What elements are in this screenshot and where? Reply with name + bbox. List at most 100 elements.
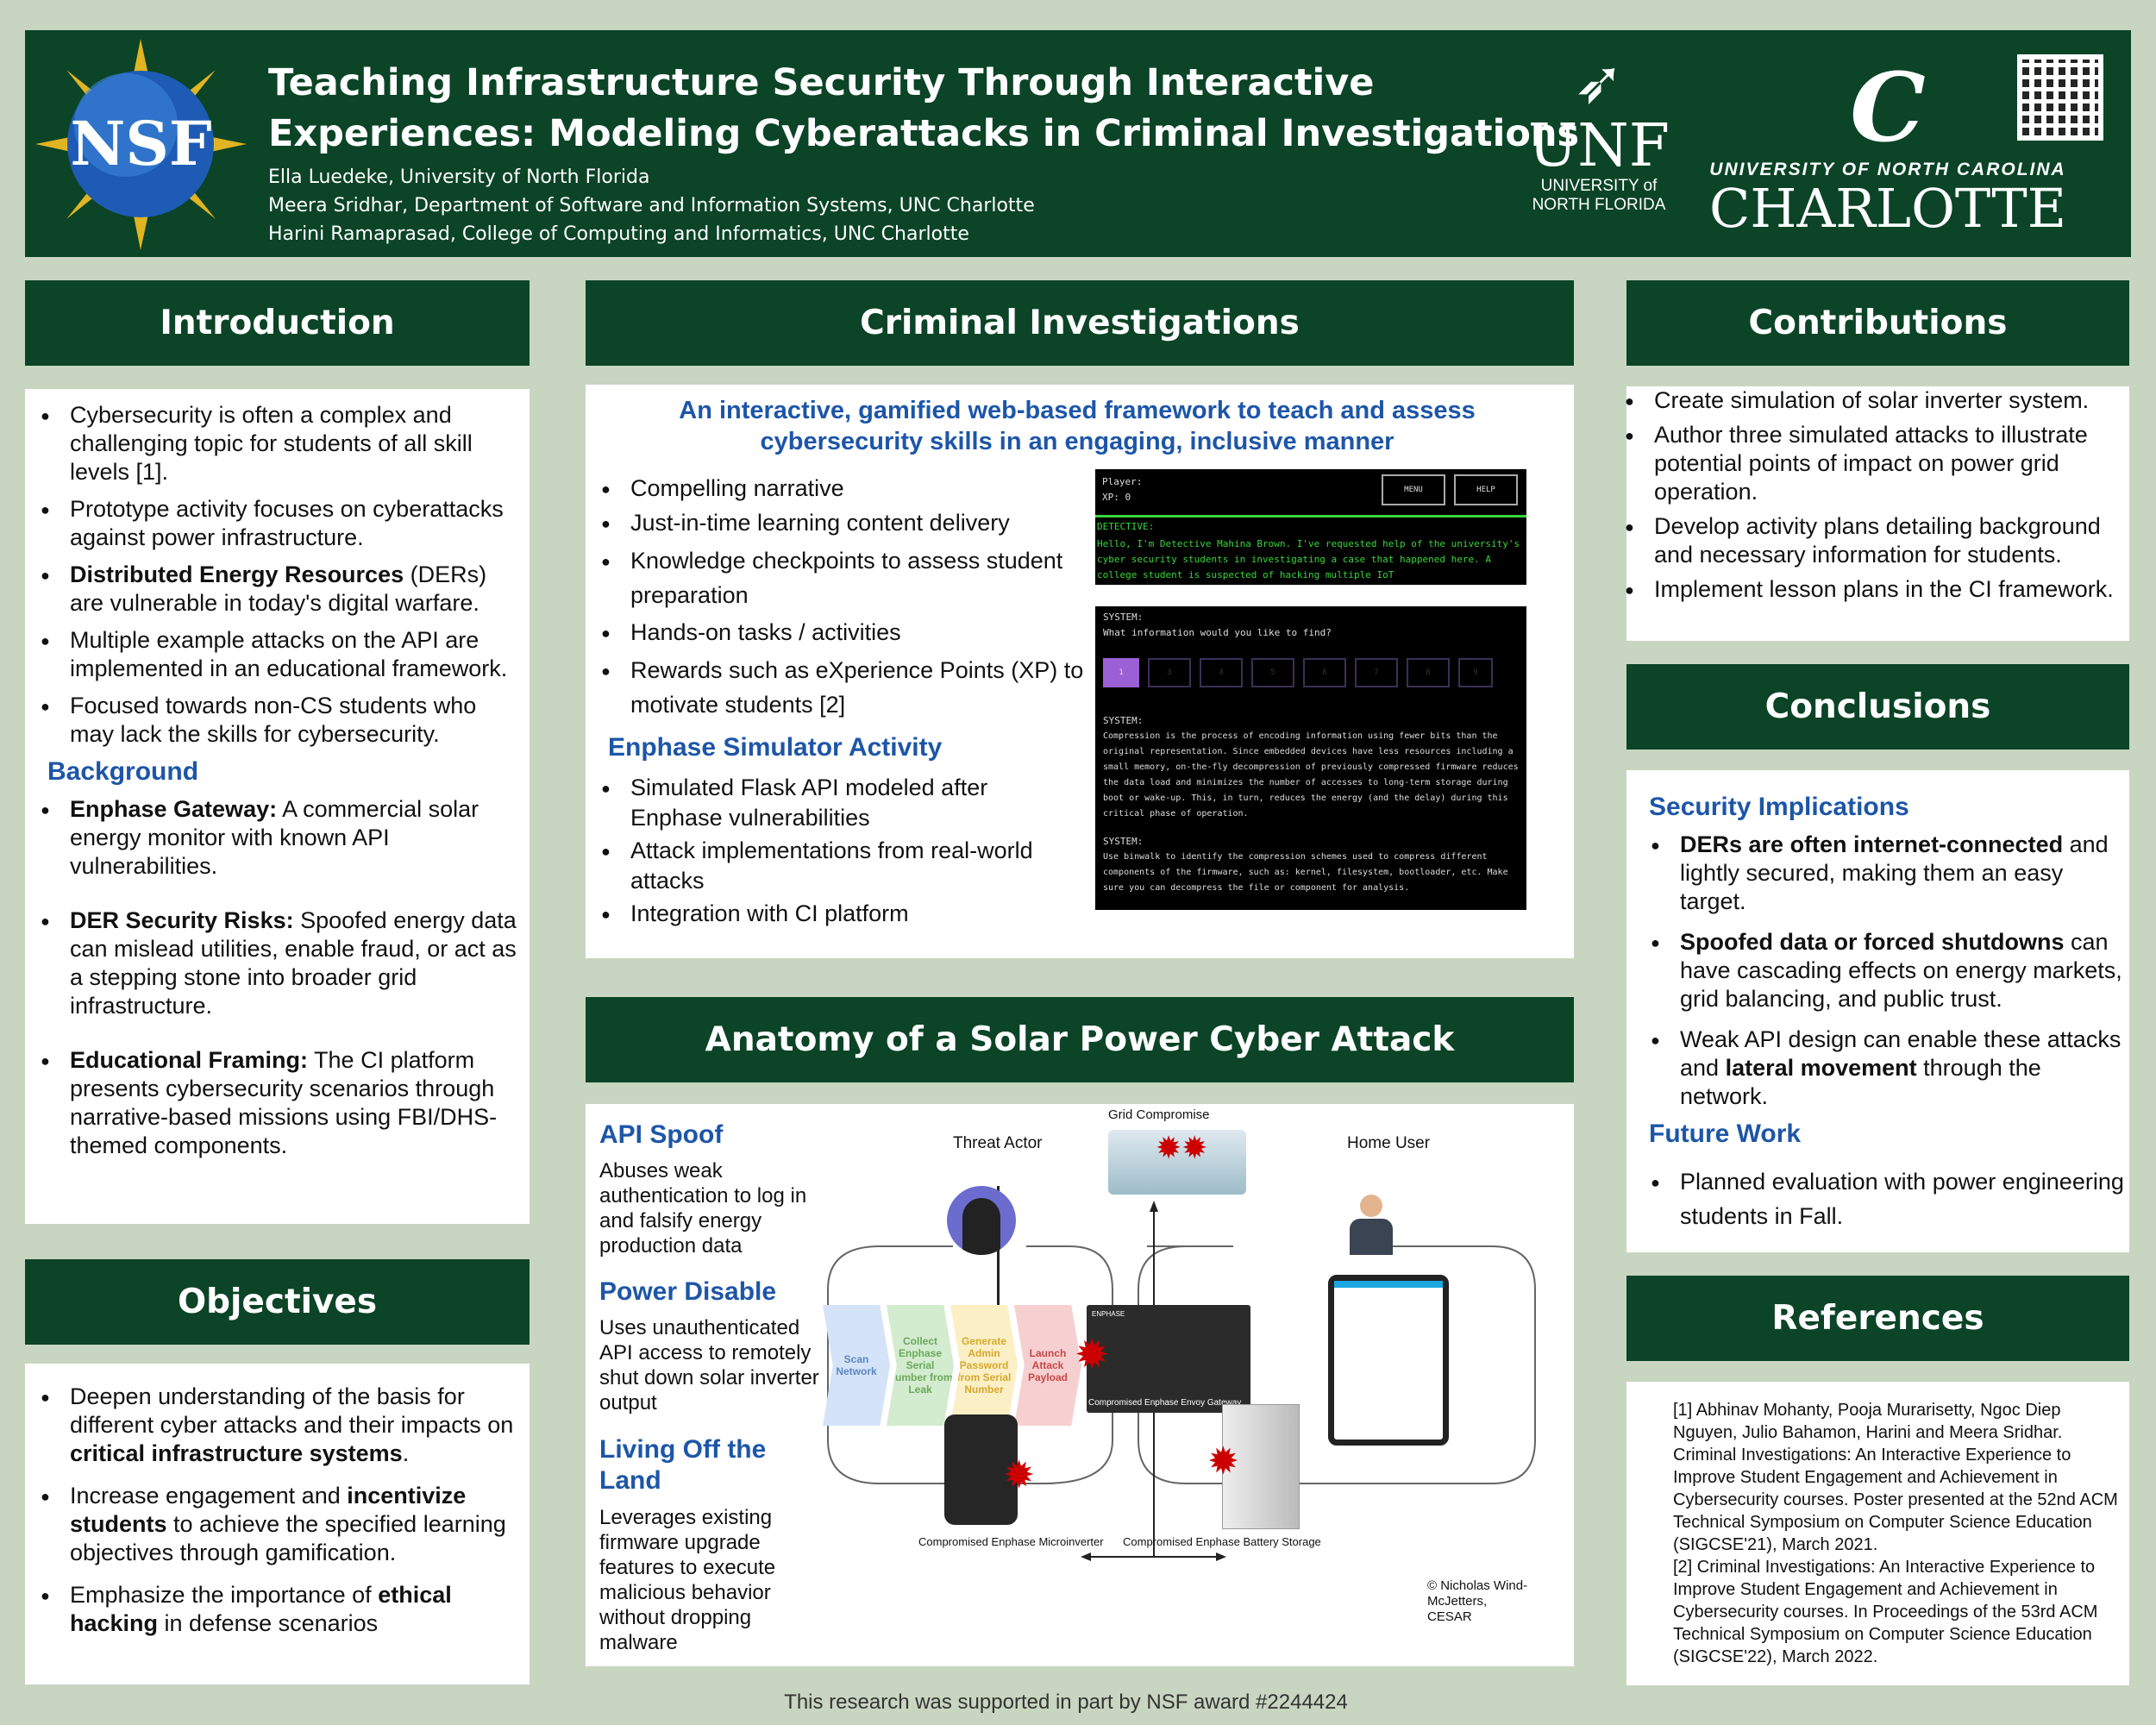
- reference-item: [1] Abhinav Mohanty, Pooja Murarisetty, …: [1673, 1401, 2118, 1554]
- intro-item: Focused towards non-CS students who may …: [25, 692, 521, 749]
- feature-item: Just-in-time learning content delivery: [586, 509, 1086, 538]
- poster-header: NSF Teaching Infrastructure Security Thr…: [25, 30, 2131, 257]
- contributions-panel: Create simulation of solar inverter syst…: [1625, 386, 2129, 641]
- background-item: Enphase Gateway: A commercial solar ener…: [25, 795, 521, 881]
- home-user-label: Home User: [1347, 1134, 1431, 1152]
- power-grid-icon: ✹✹: [1108, 1130, 1246, 1195]
- enphase-item: Simulated Flask API modeled after Enphas…: [586, 773, 1069, 833]
- conclusions-heading: Conclusions: [1626, 664, 2129, 750]
- option-button[interactable]: 6: [1303, 658, 1346, 687]
- future-item: Planned evaluation with power engineerin…: [1635, 1164, 2124, 1233]
- step-generate-password: Generate Admin Password from Serial Numb…: [950, 1305, 1018, 1426]
- feature-item: Hands-on tasks / activities: [586, 618, 1086, 648]
- uncc-logo: C UNIVERSITY OF NORTH CAROLINA CHARLOTTE: [1689, 56, 2086, 237]
- attack-desc: Leverages existing firmware upgrade feat…: [599, 1506, 776, 1654]
- unf-logo: ➶ UNF UNIVERSITY of NORTH FLORIDA: [1513, 47, 1685, 215]
- battery-storage-image: ✹: [1207, 1404, 1300, 1529]
- detective-dialogue: Hello, I'm Detective Mahina Brown. I've …: [1097, 538, 1520, 580]
- nsf-logo: NSF: [35, 39, 247, 250]
- contribution-item: Create simulation of solar inverter syst…: [1609, 386, 2124, 416]
- contribution-item: Develop activity plans detailing backgro…: [1609, 512, 2124, 569]
- ci-game-screenshot-bottom: SYSTEM: What information would you like …: [1095, 606, 1526, 910]
- future-work-heading: Future Work: [1649, 1120, 1802, 1148]
- option-button[interactable]: 8: [1407, 658, 1450, 687]
- reference-item: [2] Criminal Investigations: An Interact…: [1673, 1558, 2098, 1666]
- author-3: Harini Ramaprasad, College of Computing …: [268, 223, 969, 245]
- author-2: Meera Sridhar, Department of Software an…: [268, 195, 1035, 216]
- criminal-panel: An interactive, gamified web-based frame…: [586, 385, 1574, 958]
- option-buttons: 1 3 4 5 6 7 8 9: [1103, 658, 1519, 687]
- poster-title-line2: Experiences: Modeling Cyberattacks in Cr…: [268, 112, 1580, 155]
- funding-footer: This research was supported in part by N…: [784, 1690, 1348, 1714]
- attack-desc: Uses unauthenticated API access to remot…: [599, 1316, 819, 1414]
- qr-code[interactable]: [2017, 54, 2103, 141]
- objectives-panel: Deepen understanding of the basis for di…: [25, 1364, 530, 1684]
- introduction-panel: Cybersecurity is often a complex and cha…: [25, 389, 530, 1224]
- intro-item: Cybersecurity is often a complex and cha…: [25, 401, 521, 486]
- conclusions-panel: Security Implications DERs are often int…: [1626, 770, 2129, 1252]
- feature-item: Compelling narrative: [586, 474, 1086, 504]
- option-button[interactable]: 1: [1103, 658, 1139, 687]
- conclusion-item: Weak API design can enable these attacks…: [1635, 1026, 2124, 1111]
- help-button[interactable]: HELP: [1454, 474, 1518, 505]
- feature-item: Rewards such as eXperience Points (XP) t…: [586, 653, 1086, 722]
- objective-item: Deepen understanding of the basis for di…: [25, 1383, 521, 1468]
- security-implications-heading: Security Implications: [1649, 793, 1909, 821]
- nsf-logo-text: NSF: [70, 108, 212, 179]
- enphase-item: Integration with CI platform: [586, 899, 1069, 930]
- virus-icon: ✹: [1075, 1333, 1110, 1378]
- contributions-heading: Contributions: [1626, 280, 2129, 366]
- intro-item: Distributed Energy Resources (DERs) are …: [25, 561, 521, 618]
- objective-item: Increase engagement and incentivize stud…: [25, 1482, 521, 1567]
- attack-title: Power Disable: [599, 1277, 777, 1306]
- background-item: Educational Framing: The CI platform pre…: [25, 1046, 521, 1160]
- charlotte-c-icon: C: [1850, 52, 1926, 163]
- tablet-app-image: [1328, 1275, 1449, 1446]
- step-collect-serial: Collect Enphase Serial Number from Leak: [887, 1305, 954, 1426]
- poster-title-line1: Teaching Infrastructure Security Through…: [268, 61, 1375, 104]
- contribution-item: Implement lesson plans in the CI framewo…: [1609, 575, 2124, 605]
- option-button[interactable]: 5: [1251, 658, 1294, 687]
- image-credit: © Nicholas Wind-McJetters, CESAR: [1427, 1578, 1528, 1624]
- introduction-heading: Introduction: [25, 280, 530, 366]
- option-button[interactable]: 7: [1355, 658, 1398, 687]
- author-1: Ella Luedeke, University of North Florid…: [268, 166, 650, 188]
- option-button[interactable]: 4: [1200, 658, 1243, 687]
- threat-actor-label: Threat Actor: [953, 1134, 1043, 1152]
- envoy-gateway-image: ENPHASE ✹ Compromised Enphase Envoy Gate…: [1075, 1305, 1250, 1413]
- attack-title: Living Off the Land: [599, 1435, 767, 1495]
- hacker-icon: [947, 1186, 1016, 1255]
- feature-item: Knowledge checkpoints to assess student …: [586, 543, 1086, 612]
- intro-item: Prototype activity focuses on cyberattac…: [25, 495, 521, 552]
- objectives-heading: Objectives: [25, 1259, 530, 1345]
- attack-title: API Spoof: [599, 1120, 724, 1149]
- references-heading: References: [1626, 1276, 2129, 1361]
- conclusion-item: DERs are often internet-connected and li…: [1635, 831, 2124, 916]
- enphase-heading: Enphase Simulator Activity: [608, 733, 943, 762]
- anatomy-panel: API Spoof Abuses weak authentication to …: [586, 1104, 1574, 1666]
- criminal-investigations-heading: Criminal Investigations: [586, 280, 1574, 366]
- option-button[interactable]: 9: [1458, 658, 1493, 687]
- osprey-icon: ➶: [1573, 48, 1625, 116]
- background-item: DER Security Risks: Spoofed energy data …: [25, 906, 521, 1020]
- enphase-item: Attack implementations from real-world a…: [586, 836, 1069, 896]
- step-launch-payload: Launch Attack Payload: [1014, 1305, 1081, 1426]
- ci-game-screenshot-top: Player: XP: 0 MENU HELP DETECTIVE: Hello…: [1095, 469, 1526, 585]
- battery-label: Compromised Enphase Battery Storage: [1123, 1535, 1321, 1548]
- anatomy-heading: Anatomy of a Solar Power Cyber Attack: [586, 997, 1574, 1082]
- menu-button[interactable]: MENU: [1382, 474, 1445, 505]
- tagline: An interactive, gamified web-based frame…: [679, 397, 1476, 455]
- grid-compromise-label: Grid Compromise: [1108, 1107, 1210, 1122]
- option-button[interactable]: 3: [1148, 658, 1191, 687]
- home-user-icon: [1345, 1195, 1397, 1259]
- attack-desc: Abuses weak authentication to log in and…: [599, 1159, 807, 1258]
- references-panel: [1] Abhinav Mohanty, Pooja Murarisetty, …: [1626, 1382, 2129, 1685]
- contribution-item: Author three simulated attacks to illust…: [1609, 421, 2124, 506]
- microinverter-image: ✹: [944, 1414, 1035, 1525]
- attack-diagram: Threat Actor Grid Compromise Home User ✹…: [819, 1104, 1574, 1666]
- microinverter-label: Compromised Enphase Microinverter: [918, 1535, 1104, 1548]
- intro-item: Multiple example attacks on the API are …: [25, 626, 521, 683]
- background-heading: Background: [47, 757, 199, 786]
- conclusion-item: Spoofed data or forced shutdowns can hav…: [1635, 928, 2124, 1013]
- step-scan-network: Scan Network: [823, 1305, 890, 1426]
